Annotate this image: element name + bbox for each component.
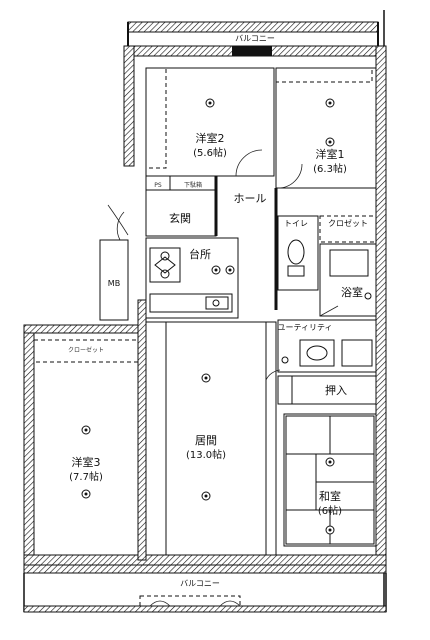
toilet-name: トイレ: [284, 219, 308, 228]
western3-name: 洋室3: [72, 455, 101, 469]
oshiire-name: 押入: [325, 383, 347, 397]
living-name: 居間: [195, 434, 217, 447]
entrance-area: PS 下駄箱 玄関 ホール: [107, 175, 278, 310]
hall-name: ホール: [234, 192, 267, 205]
room-western1: 洋室1 (6.3帖): [275, 67, 377, 189]
western3-size: (7.7帖): [69, 470, 103, 483]
japanese-size: (6帖): [318, 504, 342, 517]
western1-size: (6.3帖): [313, 162, 347, 175]
entrance-name: 玄関: [169, 211, 191, 225]
western2-size: (5.6帖): [193, 146, 227, 159]
room-kitchen: 台所: [145, 237, 239, 319]
shoes-label: 下駄箱: [184, 181, 202, 189]
mb-area: MB: [99, 239, 129, 321]
balcony-bottom: バルコニー: [23, 564, 387, 613]
bath-name: 浴室: [341, 285, 363, 299]
japanese-name: 和室: [319, 489, 341, 503]
mb-label: MB: [108, 279, 120, 288]
closet-name: クロゼット: [328, 218, 368, 228]
oshiire-area: 押入: [277, 375, 377, 405]
closet-w3-label: クローゼット: [68, 346, 104, 354]
room-western3: クローゼット 洋室3 (7.7帖): [33, 332, 139, 556]
room-japanese: 和室 (6帖): [283, 413, 377, 547]
balcony-bottom-label: バルコニー: [180, 579, 220, 588]
room-living: 居間 (13.0帖): [145, 321, 281, 556]
western2-name: 洋室2: [196, 131, 225, 145]
western1-name: 洋室1: [316, 147, 345, 161]
outer-walls: [23, 45, 387, 567]
utility-name: ユーティリティ: [277, 323, 332, 332]
kitchen-name: 台所: [189, 247, 211, 261]
ps-label: PS: [154, 182, 162, 189]
living-size: (13.0帖): [186, 448, 226, 461]
balcony-top-label: バルコニー: [235, 34, 275, 43]
room-western2: 洋室2 (5.6帖): [145, 67, 275, 177]
room-utility: ユーティリティ: [277, 319, 377, 373]
wet-area: トイレ クロゼット 浴室: [277, 215, 377, 317]
